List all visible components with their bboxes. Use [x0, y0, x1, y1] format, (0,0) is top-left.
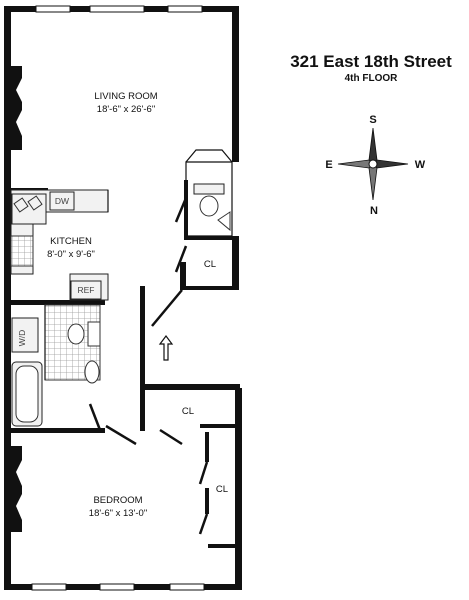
- compass-rose: [337, 127, 409, 201]
- compass-right-letter: W: [415, 159, 426, 171]
- compass-bottom-letter: N: [370, 205, 378, 217]
- kitchen-area: [10, 189, 109, 301]
- compass-top-letter: S: [369, 114, 376, 126]
- kitchen-name: KITCHEN: [50, 236, 92, 247]
- closet-label-bedroom-side: CL: [216, 484, 228, 495]
- dishwasher-label: DW: [55, 196, 69, 206]
- walls: [4, 5, 242, 591]
- closet-label-bedroom-upper: CL: [182, 406, 194, 417]
- bathroom: [11, 304, 102, 431]
- bedroom-dims: 18'-6" x 13'-0": [89, 508, 147, 519]
- floor-subtitle: 4th FLOOR: [345, 73, 399, 84]
- address-title: 321 East 18th Street: [290, 52, 452, 71]
- entry-door: [151, 289, 183, 361]
- bedroom-name: BEDROOM: [93, 495, 142, 506]
- closet-label-living: CL: [204, 259, 216, 270]
- bedroom-closets: [105, 388, 236, 548]
- compass-left-letter: E: [325, 159, 332, 171]
- closet-living: [174, 236, 239, 290]
- living-room-dims: 18'-6" x 26'-6": [97, 104, 155, 115]
- refrigerator-label: REF: [78, 285, 95, 295]
- living-room-name: LIVING ROOM: [94, 91, 157, 102]
- half-bath: [174, 149, 233, 238]
- washer-dryer-label: W/D: [17, 330, 27, 347]
- kitchen-dims: 8'-0" x 9'-6": [47, 249, 95, 260]
